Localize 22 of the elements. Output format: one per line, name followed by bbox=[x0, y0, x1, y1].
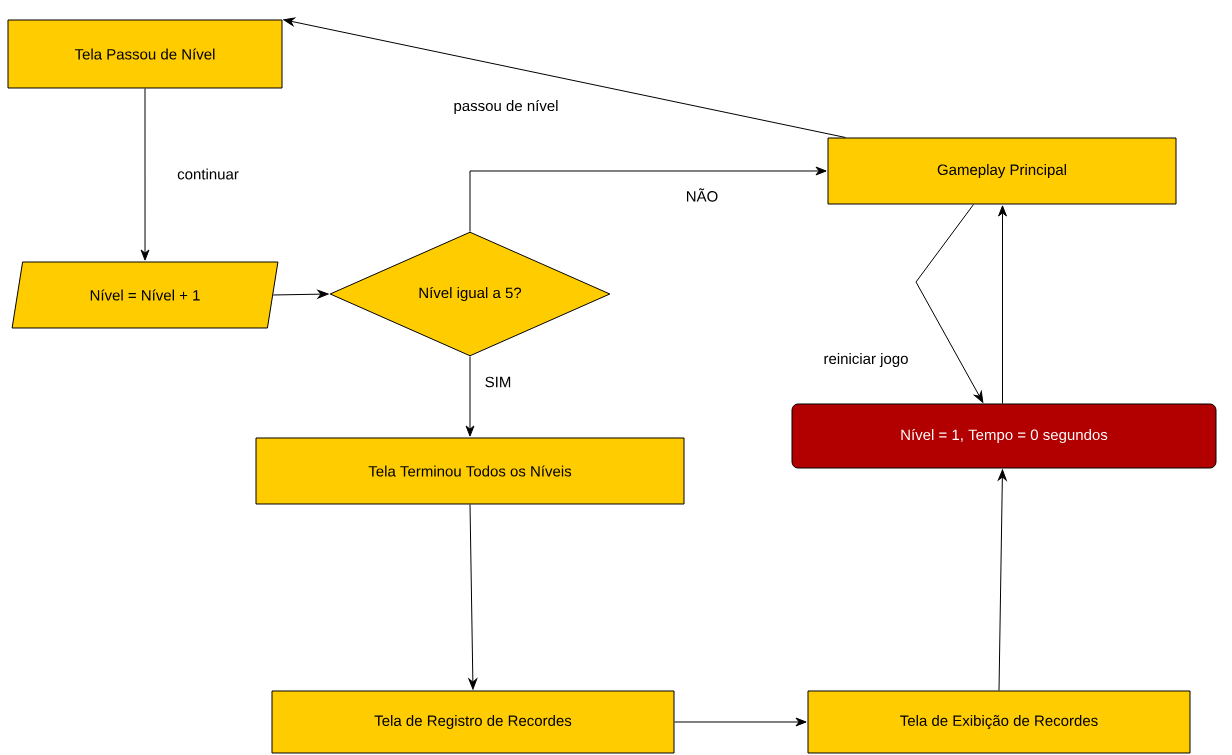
arrow bbox=[998, 205, 1007, 404]
arrow bbox=[272, 289, 329, 299]
edge-label: SIM bbox=[483, 375, 513, 389]
arrow bbox=[915, 204, 984, 403]
arrow bbox=[465, 356, 475, 437]
arrow bbox=[469, 166, 827, 232]
process-box: Tela Terminou Todos os Níveis bbox=[255, 437, 685, 505]
process-box: Tela de Exibição de Recordes bbox=[807, 690, 1191, 754]
arrow bbox=[140, 88, 150, 261]
arrow bbox=[997, 469, 1007, 691]
process-box: Gameplay Principal bbox=[827, 137, 1177, 205]
process-box: Tela Passou de Nível bbox=[7, 19, 283, 89]
edge-label: reiniciar jogo bbox=[822, 352, 910, 368]
process-box: Nível = 1, Tempo = 0 segundos bbox=[791, 403, 1217, 469]
arrow bbox=[283, 17, 846, 138]
input-parallelogram: Nível = Nível + 1 bbox=[11, 261, 279, 329]
edge-label: NÃO bbox=[684, 187, 720, 203]
edge-label: continuar bbox=[176, 167, 240, 181]
arrow bbox=[468, 504, 478, 690]
edge-label: passou de nível bbox=[452, 98, 560, 116]
arrow bbox=[674, 717, 807, 727]
process-box: Tela de Registro de Recordes bbox=[271, 690, 675, 754]
